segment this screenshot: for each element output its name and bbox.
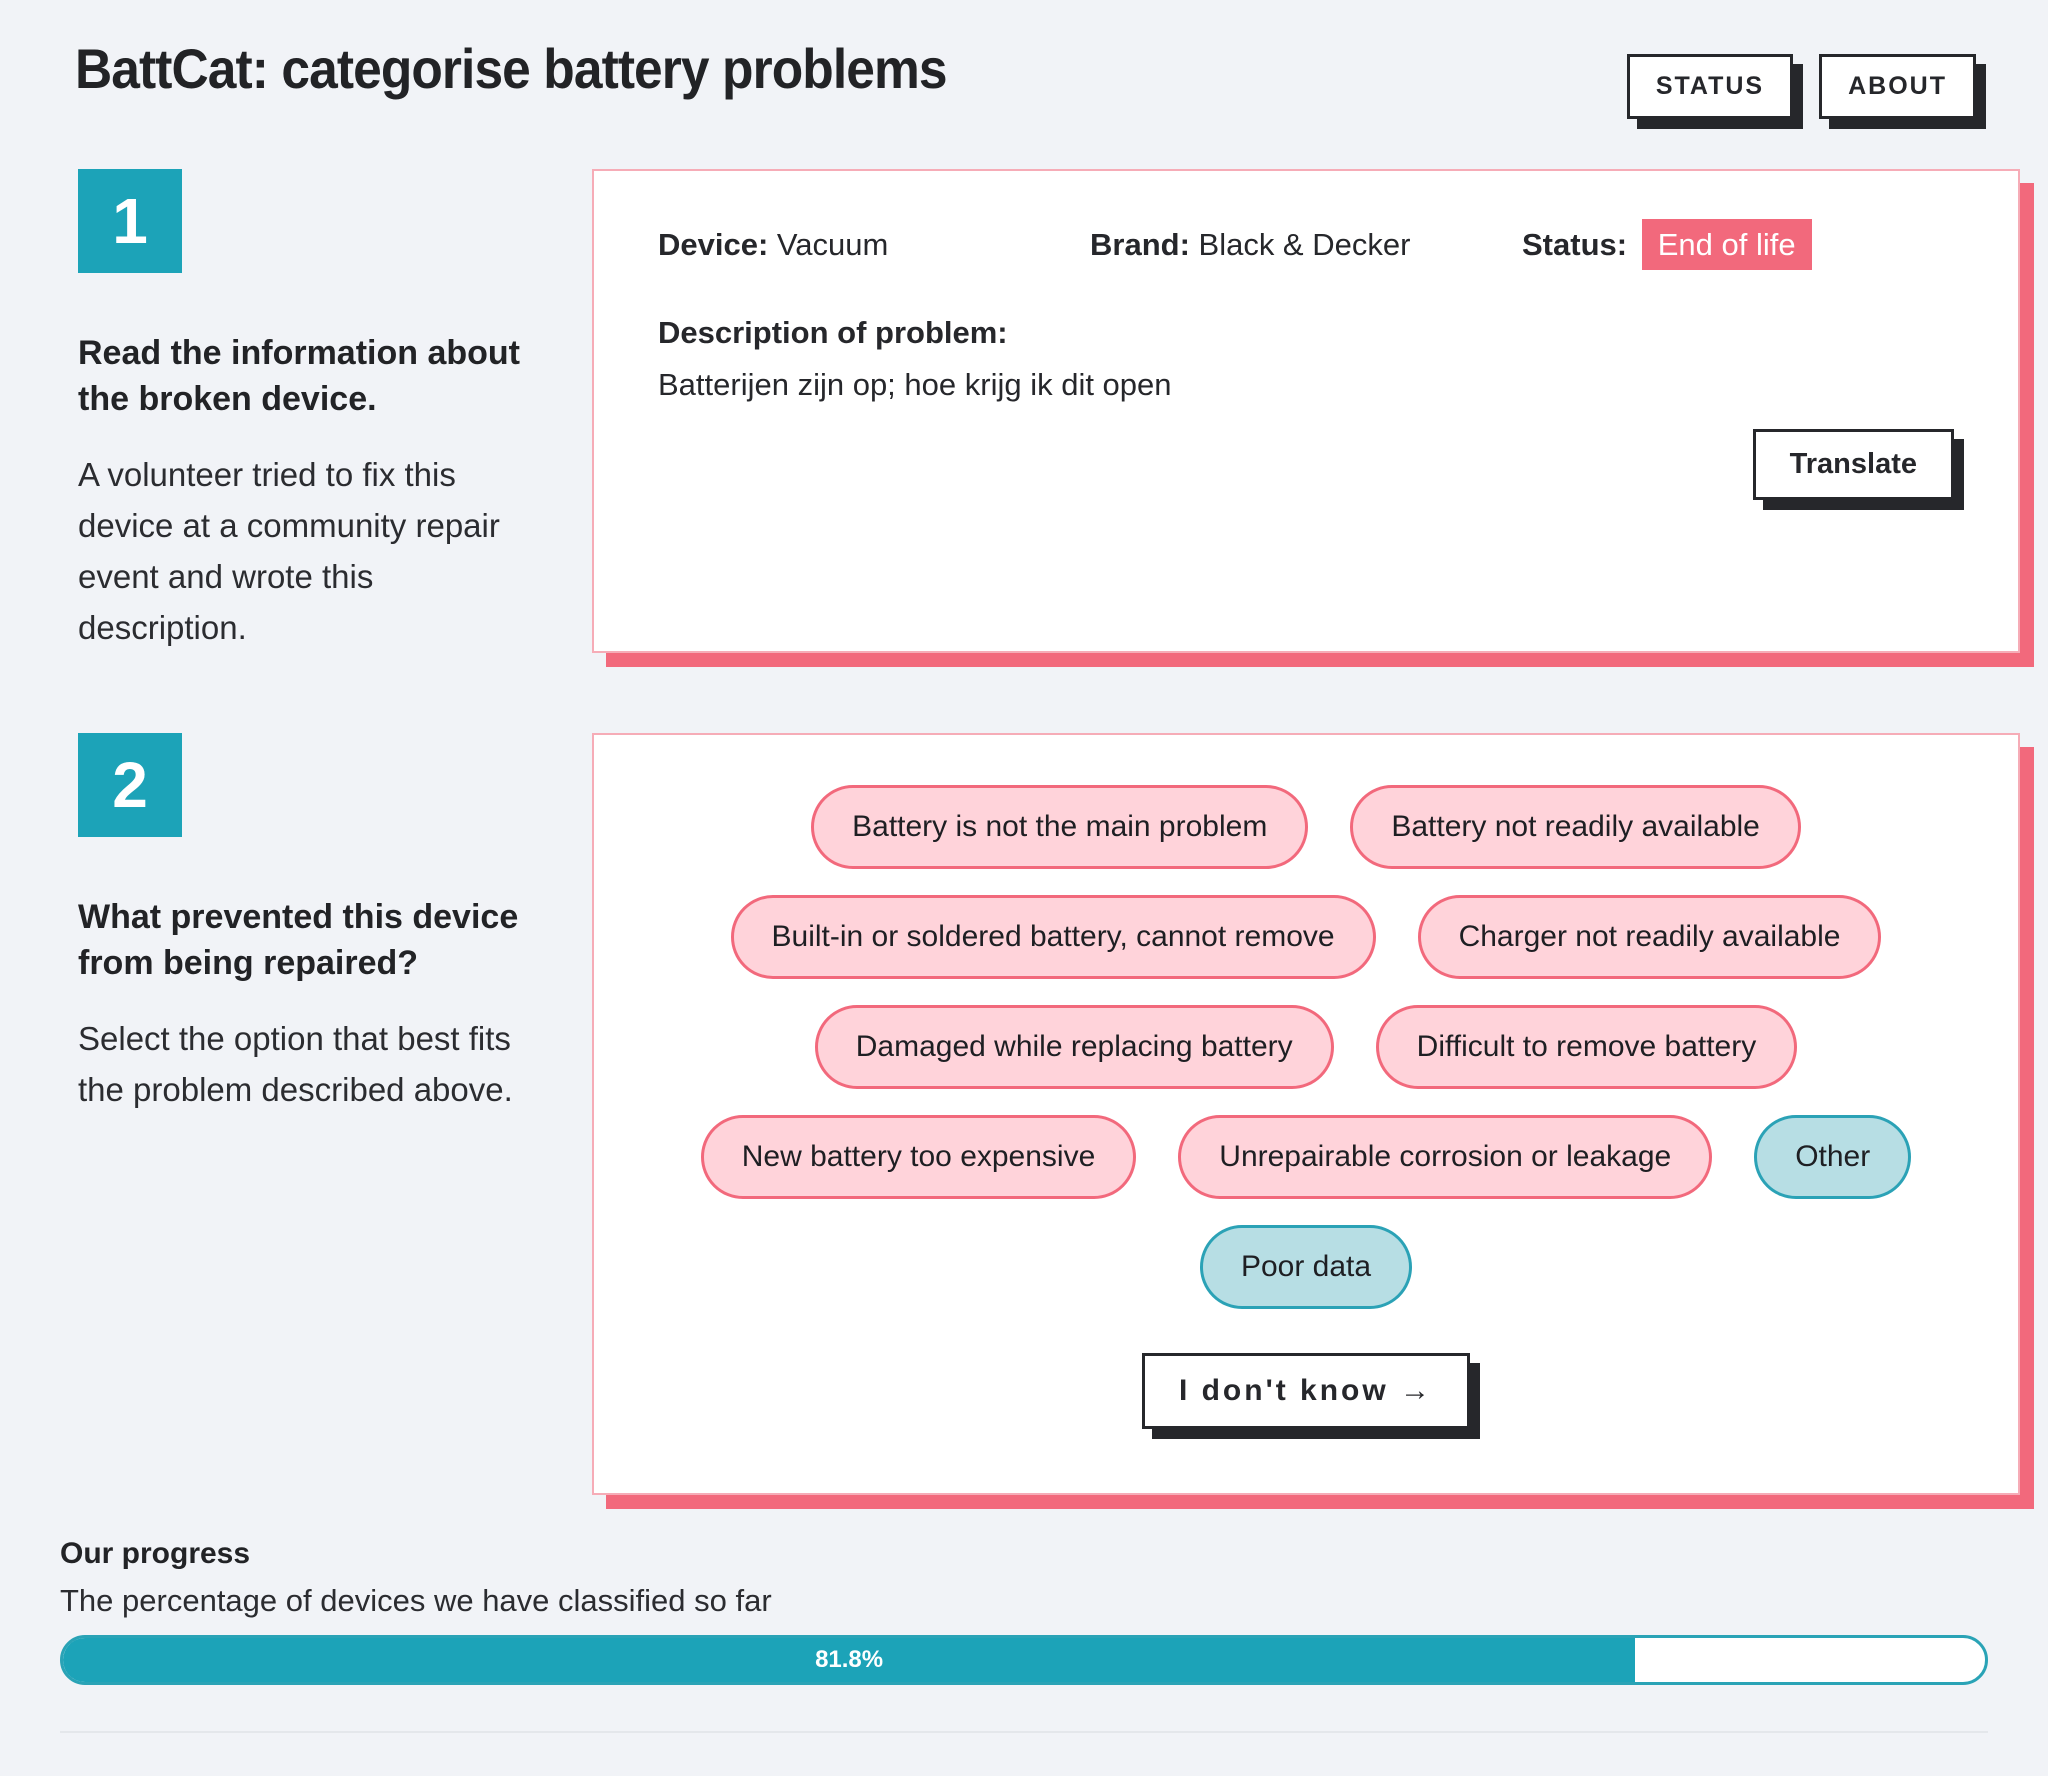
description-label: Description of problem: <box>658 315 1008 350</box>
progress-heading: Our progress <box>60 1537 251 1571</box>
device-value: Vacuum <box>776 227 889 262</box>
option-pill[interactable]: Charger not readily available <box>1417 895 1882 980</box>
about-button[interactable]: ABOUT <box>1819 54 1976 119</box>
progress-section: Our progress The percentage of devices w… <box>60 1537 1988 1686</box>
option-pill[interactable]: Poor data <box>1199 1225 1413 1310</box>
step2-row: 2 What prevented this device from being … <box>0 733 2048 1496</box>
pill-row: Damaged while replacing battery Difficult… <box>630 1005 1982 1090</box>
step2-instructions: 2 What prevented this device from being … <box>60 733 592 1495</box>
device-info-row: Device: Vacuum Brand: Black & Decker Sta… <box>658 219 1954 270</box>
description-text: Batterijen zijn op; hoe krijg ik dit ope… <box>658 367 1172 402</box>
i-dont-know-button[interactable]: I don't know → <box>1141 1353 1471 1430</box>
step1-number-badge: 1 <box>78 169 182 273</box>
pill-row: Poor data <box>630 1225 1982 1310</box>
idk-row: I don't know → <box>630 1353 1982 1430</box>
option-pill[interactable]: Other <box>1754 1115 1912 1200</box>
progress-subtitle: The percentage of devices we have classi… <box>60 1583 772 1619</box>
progress-percent-label: 81.8% <box>815 1646 884 1674</box>
device-label: Device: <box>658 227 769 262</box>
progress-bar-track: 81.8% <box>60 1635 1988 1686</box>
option-pill[interactable]: Damaged while replacing battery <box>814 1005 1334 1090</box>
step1-heading: Read the information about the broken de… <box>78 334 520 418</box>
progress-bar-fill: 81.8% <box>63 1638 1636 1683</box>
option-pill[interactable]: Built-in or soldered battery, cannot rem… <box>730 895 1376 980</box>
footer: Powered by data from: OPEN REPAIR ALLIAN… <box>0 1773 2048 1776</box>
option-pill[interactable]: Difficult to remove battery <box>1375 1005 1798 1090</box>
option-pill[interactable]: New battery too expensive <box>700 1115 1137 1200</box>
brand-label: Brand: <box>1090 227 1190 262</box>
pill-row: New battery too expensive Unrepairable co… <box>630 1115 1982 1200</box>
step1-body: A volunteer tried to fix this device at … <box>78 455 500 647</box>
brand-field: Brand: Black & Decker <box>1090 227 1522 263</box>
header-buttons: STATUS ABOUT <box>1626 54 1976 119</box>
options-card: Battery is not the main problem Battery n… <box>592 733 2020 1496</box>
step2-number-badge: 2 <box>78 733 182 838</box>
status-label: Status: <box>1522 227 1628 262</box>
pill-row: Battery is not the main problem Battery n… <box>630 785 1982 870</box>
step2-body: Select the option that best fits the pro… <box>78 1020 513 1109</box>
pill-row: Built-in or soldered battery, cannot rem… <box>630 895 1982 980</box>
header: BattCat: categorise battery problems STA… <box>0 0 2048 119</box>
step1-instructions: 1 Read the information about the broken … <box>60 169 592 653</box>
powered-by-label: Powered by data from: <box>0 1773 2048 1776</box>
brand-value: Black & Decker <box>1198 227 1411 262</box>
device-field: Device: Vacuum <box>658 227 1090 263</box>
status-badge: End of life <box>1641 219 1812 270</box>
option-pill[interactable]: Battery is not the main problem <box>811 785 1309 870</box>
translate-button[interactable]: Translate <box>1752 429 1954 500</box>
option-pill[interactable]: Unrepairable corrosion or leakage <box>1178 1115 1713 1200</box>
option-pill[interactable]: Battery not readily available <box>1350 785 1801 870</box>
step1-row: 1 Read the information about the broken … <box>0 169 2048 654</box>
options-grid: Battery is not the main problem Battery n… <box>630 785 1982 1310</box>
footer-divider <box>60 1731 1988 1734</box>
status-field: Status: End of life <box>1522 219 1954 270</box>
translate-row: Translate <box>658 429 1954 500</box>
status-button[interactable]: STATUS <box>1626 54 1794 119</box>
page-title: BattCat: categorise battery problems <box>75 37 948 100</box>
device-card: Device: Vacuum Brand: Black & Decker Sta… <box>592 169 2020 654</box>
step2-heading: What prevented this device from being re… <box>78 898 519 983</box>
